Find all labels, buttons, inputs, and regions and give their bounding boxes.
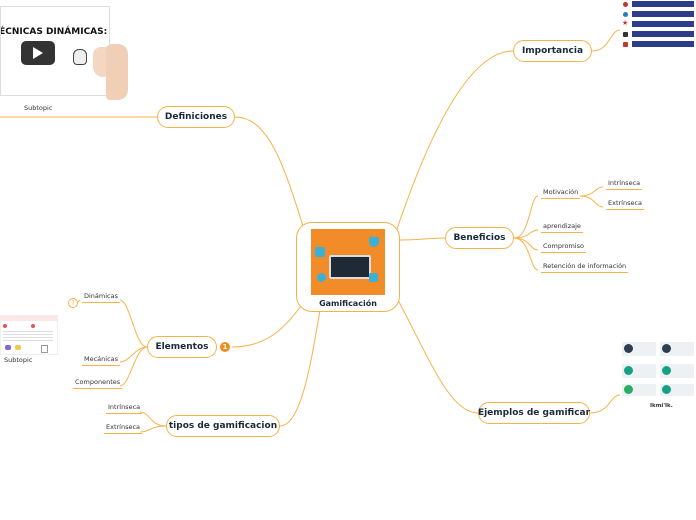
ejemplos-infographic[interactable] bbox=[620, 338, 696, 400]
elementos-subtopic[interactable]: Subtopic bbox=[4, 356, 33, 364]
trophy-icon bbox=[369, 237, 379, 247]
importancia-row bbox=[632, 21, 694, 27]
elementos-child-mecanicas[interactable]: Mecánicas bbox=[82, 355, 121, 366]
motivacion-child-intrinseca[interactable]: Intrínseca bbox=[606, 179, 643, 190]
bullet-icon bbox=[623, 42, 628, 47]
hand-arm-illustration bbox=[106, 44, 128, 100]
topic-ejemplos-label: Ejemplos de gamificar bbox=[477, 408, 591, 418]
beneficios-motivacion[interactable]: Motivación bbox=[541, 188, 581, 199]
avatar-icon bbox=[317, 273, 326, 282]
beneficios-compromiso[interactable]: Compromiso bbox=[541, 242, 586, 253]
gamification-illustration bbox=[311, 229, 385, 295]
elementos-child-componentes[interactable]: Componentes bbox=[73, 378, 123, 389]
topic-importancia[interactable]: Importancia bbox=[513, 40, 592, 62]
video-title: TÉCNICAS DINÁMICAS: bbox=[0, 27, 108, 37]
beneficios-aprendizaje[interactable]: aprendizaje bbox=[541, 222, 583, 233]
importancia-row bbox=[632, 31, 694, 37]
topic-beneficios-label: Beneficios bbox=[453, 233, 506, 243]
money-bag-icon bbox=[73, 49, 87, 65]
play-button[interactable] bbox=[21, 41, 55, 65]
ejemplos-caption: Ikmi'Ik. bbox=[650, 403, 673, 409]
puzzle-piece-icon bbox=[315, 247, 325, 257]
bullet-icon bbox=[623, 2, 628, 7]
topic-definiciones-label: Definiciones bbox=[164, 112, 228, 122]
play-icon bbox=[33, 47, 43, 59]
video-thumbnail[interactable]: TÉCNICAS DINÁMICAS: bbox=[0, 6, 110, 96]
importancia-image[interactable]: ★ bbox=[620, 0, 696, 50]
infographic-badge-left bbox=[3, 324, 7, 328]
importancia-row bbox=[632, 1, 694, 7]
laptop-icon bbox=[329, 255, 371, 279]
central-topic[interactable]: Gamificación bbox=[296, 222, 400, 312]
topic-tipos-label: tipos de gamificacion bbox=[168, 421, 278, 431]
topic-elementos[interactable]: Elementos bbox=[147, 336, 217, 358]
infographic-icon bbox=[5, 345, 11, 350]
collapse-toggle[interactable]: ? bbox=[68, 298, 78, 308]
topic-elementos-label: Elementos bbox=[155, 342, 209, 352]
elementos-count-badge[interactable]: 1 bbox=[220, 342, 230, 352]
topic-definiciones[interactable]: Definiciones bbox=[157, 106, 235, 128]
bullet-icon bbox=[623, 32, 628, 37]
importancia-row bbox=[632, 11, 694, 17]
central-topic-label: Gamificación bbox=[319, 299, 377, 308]
beneficios-retencion[interactable]: Retención de información bbox=[541, 262, 629, 273]
example-icon bbox=[662, 344, 671, 353]
tipos-child-extrinseca[interactable]: Extrínseca bbox=[104, 423, 143, 434]
example-icon bbox=[624, 385, 633, 394]
tipos-child-intrinseca[interactable]: Intrínseca bbox=[106, 403, 143, 414]
topic-beneficios[interactable]: Beneficios bbox=[445, 227, 514, 249]
topic-ejemplos-de-gamificar[interactable]: Ejemplos de gamificar bbox=[478, 402, 590, 424]
infographic-badge-right bbox=[31, 324, 35, 328]
dice-icon bbox=[369, 273, 378, 282]
definiciones-subtopic[interactable]: Subtopic bbox=[24, 104, 53, 112]
motivacion-child-extrinseca[interactable]: Extrínseca bbox=[606, 199, 645, 210]
infographic-icon bbox=[41, 345, 48, 353]
infographic-header bbox=[1, 316, 57, 321]
example-icon bbox=[624, 366, 633, 375]
infographic-icon bbox=[15, 345, 21, 350]
importancia-row bbox=[632, 41, 694, 47]
infographic-text-block bbox=[3, 331, 53, 341]
bullet-icon bbox=[623, 12, 628, 17]
example-icon bbox=[662, 366, 671, 375]
example-icon bbox=[662, 385, 671, 394]
topic-tipos-de-gamificacion[interactable]: tipos de gamificacion bbox=[166, 415, 280, 437]
example-icon bbox=[624, 344, 633, 353]
topic-importancia-label: Importancia bbox=[521, 46, 584, 56]
elementos-infographic[interactable] bbox=[0, 315, 58, 355]
elementos-child-dinamicas[interactable]: Dinámicas bbox=[82, 292, 120, 303]
hand-drawing-illustration bbox=[93, 47, 109, 77]
star-icon: ★ bbox=[622, 19, 629, 27]
